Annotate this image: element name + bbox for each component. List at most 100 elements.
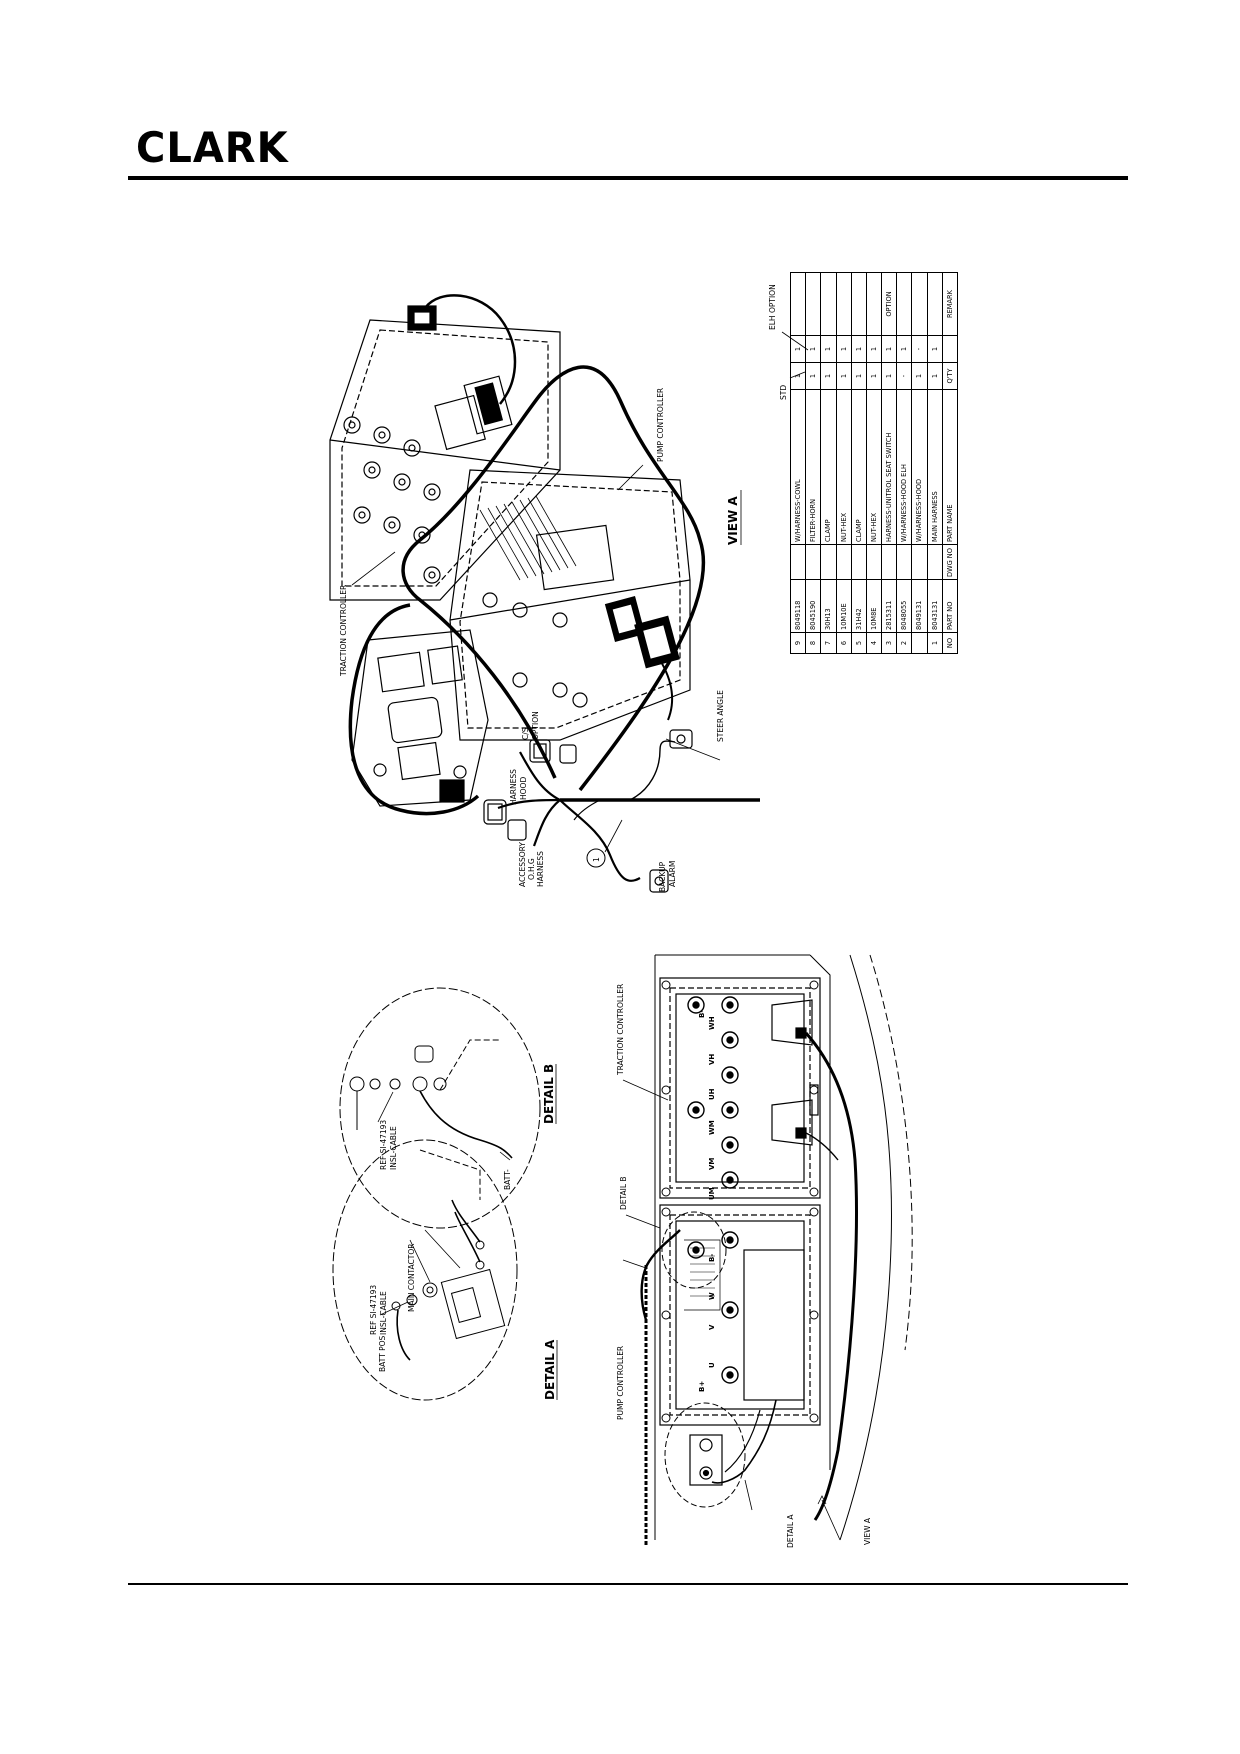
bom-cell-no: 3 <box>881 632 897 654</box>
bom-cell-std: 1 <box>851 362 867 390</box>
label-bottom-detail-b: DETAIL B <box>619 1176 628 1210</box>
terminal-label-uh: UH <box>708 1088 716 1100</box>
label-ref-cable-b-2: INSL-CABLE <box>389 1126 398 1170</box>
plate-holes <box>661 980 819 1423</box>
bom-cell-elh: 1 <box>820 335 837 363</box>
bom-cell-dwg-no <box>927 544 943 580</box>
label-harness-hood-2: HOOD <box>519 777 528 800</box>
plan-harness-cable <box>804 1032 858 1521</box>
bom-cell-std: - <box>896 362 912 390</box>
bom-cell-part-no: 8049118 <box>790 579 806 633</box>
bom-cell-remark <box>896 272 912 336</box>
bom-cell-part-name: HARNESS-UNITROL SEAT SWITCH <box>881 389 897 545</box>
main-harness <box>497 740 760 882</box>
bom-cell-remark <box>927 272 943 336</box>
label-bottom-pump-controller: PUMP CONTROLLER <box>616 1346 625 1420</box>
bom-cell-dwg-no <box>820 544 837 580</box>
label-batt-neg: BATT- <box>503 1169 512 1190</box>
terminal-label-b-minus-traction: B- <box>698 1010 706 1018</box>
harness-connectors <box>483 729 693 893</box>
bom-cell-elh: 1 <box>851 335 867 363</box>
label-ref-cable-a-1: REF SI-47193 <box>369 1285 378 1335</box>
bom-header-dwg-no: DWG NO <box>942 544 958 580</box>
traction-terminals <box>343 416 441 584</box>
bom-cell-no: 4 <box>866 632 882 654</box>
label-std: STD <box>779 385 788 400</box>
terminal-label-wm: WM <box>708 1120 716 1135</box>
label-accessory-3: HARNESS <box>536 851 545 887</box>
header-rule <box>128 176 1128 180</box>
label-item-one: 1 <box>592 857 601 862</box>
terminal-label-w: W <box>708 1292 716 1300</box>
clark-logo: CLARK <box>136 124 289 173</box>
pump-heatsink-fins <box>479 495 577 581</box>
bom-cell-elh: 1 <box>927 335 943 363</box>
bom-cell-no: 1 <box>927 632 943 654</box>
title-view-a: VIEW A <box>726 496 740 545</box>
bom-cell-remark <box>805 272 821 336</box>
bom-cell-dwg-no <box>911 544 928 580</box>
label-elh-option: ELH OPTION <box>768 284 777 330</box>
bom-cell-elh: 1 <box>896 335 912 363</box>
bom-cell-part-no: 8043131 <box>927 579 943 633</box>
label-cs-option-1: C/S <box>521 727 530 740</box>
item-one-balloon <box>586 848 606 868</box>
label-accessory-2: O.H.G <box>527 858 536 880</box>
pump-controller-plan <box>659 1204 821 1426</box>
bom-cell-no: 5 <box>851 632 867 654</box>
bom-cell-part-no: 31H42 <box>851 579 867 633</box>
traction-controller-iso <box>329 319 561 601</box>
plan-view <box>622 954 913 1545</box>
bom-cell-part-name: W/HARNESS-HOOD ELH <box>896 389 912 545</box>
harness-loop-upper <box>401 365 706 792</box>
plan-terminal-labels: B- WH VH UH WM VM UM B- W V U B+ <box>698 1010 716 1392</box>
bom-cell-std: 1 <box>881 362 897 390</box>
footer-rule <box>128 1583 1128 1585</box>
label-cs-option-2: OPTION <box>531 711 540 740</box>
bom-header-remark: REMARK <box>942 272 958 336</box>
upper-assembly-view <box>329 294 760 893</box>
bom-cell-no: 6 <box>836 632 852 654</box>
bom-header-part-name: PART NAME <box>942 389 958 545</box>
bom-header-part-no: PART NO <box>942 579 958 633</box>
bom-cell-part-no: 10M10E <box>836 579 852 633</box>
label-backup-alarm-2: ALARM <box>668 861 677 887</box>
side-module <box>351 629 489 807</box>
upper-connector <box>407 294 517 405</box>
bom-cell-part-name: CLAMP <box>820 389 837 545</box>
label-main-contactor: MAIN CONTACTOR <box>407 1244 416 1313</box>
bom-header-std: Q'TY <box>942 362 958 390</box>
bom-cell-no <box>911 632 928 654</box>
bom-cell-std: 1 <box>911 362 928 390</box>
title-detail-b: DETAIL B <box>542 1064 556 1124</box>
terminal-label-b-plus: B+ <box>698 1381 706 1392</box>
terminal-label-vh: VH <box>708 1054 716 1065</box>
terminal-label-u: U <box>708 1362 716 1368</box>
bom-cell-part-name: FILTER-HORN <box>805 389 821 545</box>
bom-cell-elh: 1 <box>866 335 882 363</box>
label-accessory-1: ACCESSORY <box>518 842 527 887</box>
traction-terminal-studs <box>687 996 739 1189</box>
bom-cell-no: 9 <box>790 632 806 654</box>
bom-cell-part-no: 8049131 <box>911 579 928 633</box>
bom-cell-part-name: CLAMP <box>851 389 867 545</box>
bom-cell-elh: - <box>911 335 928 363</box>
pump-terminal-studs <box>687 1231 739 1384</box>
terminal-label-vm: VM <box>708 1158 716 1170</box>
bom-cell-std: 1 <box>805 362 821 390</box>
bom-cell-part-no: 2815311 <box>881 579 897 633</box>
bom-cell-remark <box>866 272 882 336</box>
bom-cell-dwg-no <box>881 544 897 580</box>
traction-controller-plan <box>659 977 821 1199</box>
bom-cell-dwg-no <box>836 544 852 580</box>
bom-cell-dwg-no <box>896 544 912 580</box>
bom-cell-part-name: NUT-HEX <box>866 389 882 545</box>
bom-cell-part-no: 8048055 <box>896 579 912 633</box>
